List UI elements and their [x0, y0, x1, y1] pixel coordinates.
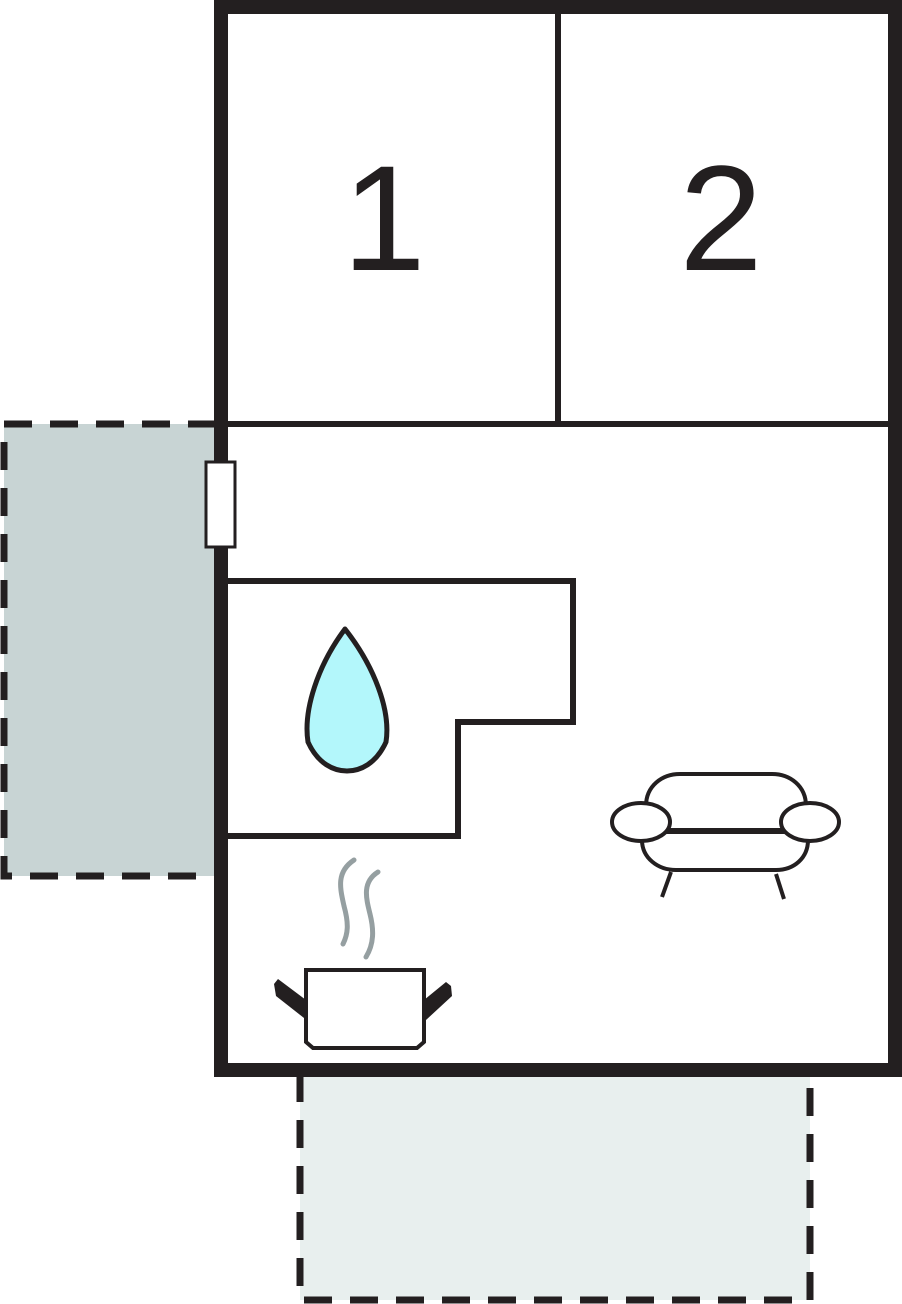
- steam-icon: [338, 857, 381, 960]
- interior-walls: [228, 14, 888, 427]
- terrace-door: [204, 460, 237, 549]
- terrace-bottom: [296, 1074, 814, 1304]
- bathroom-wall: [228, 578, 576, 839]
- cooking-pot-icon: [274, 857, 452, 1050]
- room-label-1: 1: [342, 134, 425, 302]
- room-label-2: 2: [679, 134, 762, 302]
- terrace-left: [0, 420, 216, 880]
- water-drop-icon: [304, 626, 390, 774]
- sofa-icon: [610, 772, 841, 900]
